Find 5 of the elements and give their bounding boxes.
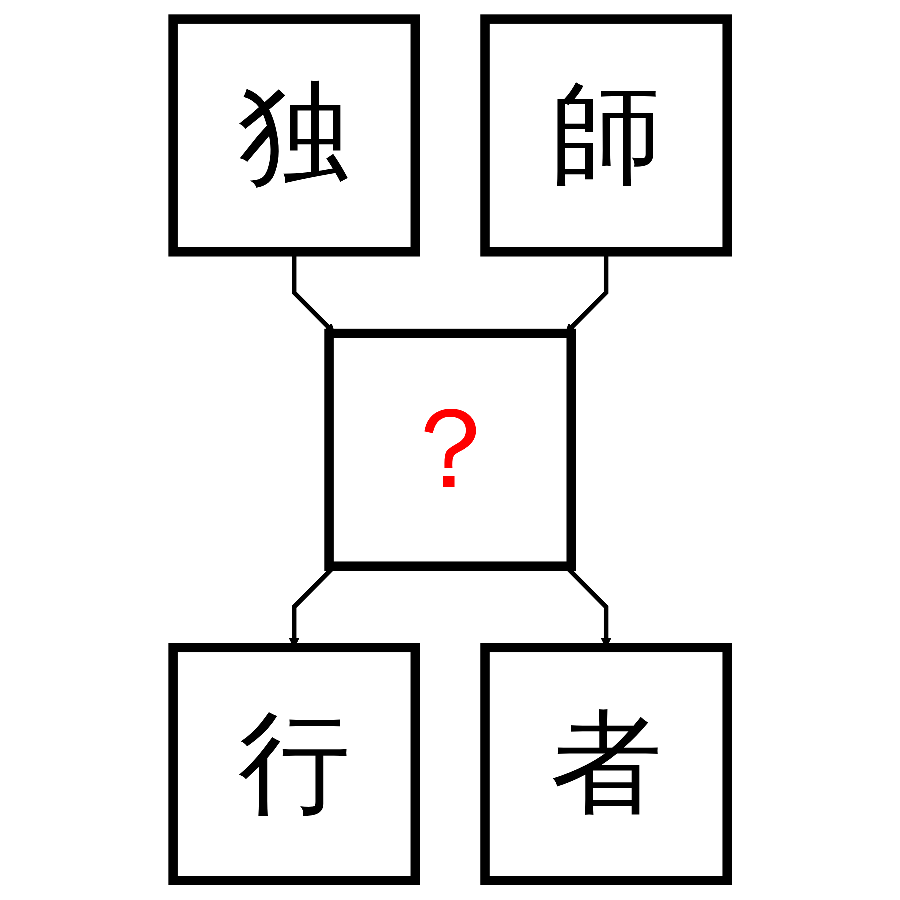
node-box: 師: [480, 14, 732, 257]
node-box: 独: [168, 14, 420, 257]
node-box: ？: [324, 328, 576, 572]
node-box: 者: [480, 643, 732, 886]
node-box: 行: [168, 643, 420, 886]
